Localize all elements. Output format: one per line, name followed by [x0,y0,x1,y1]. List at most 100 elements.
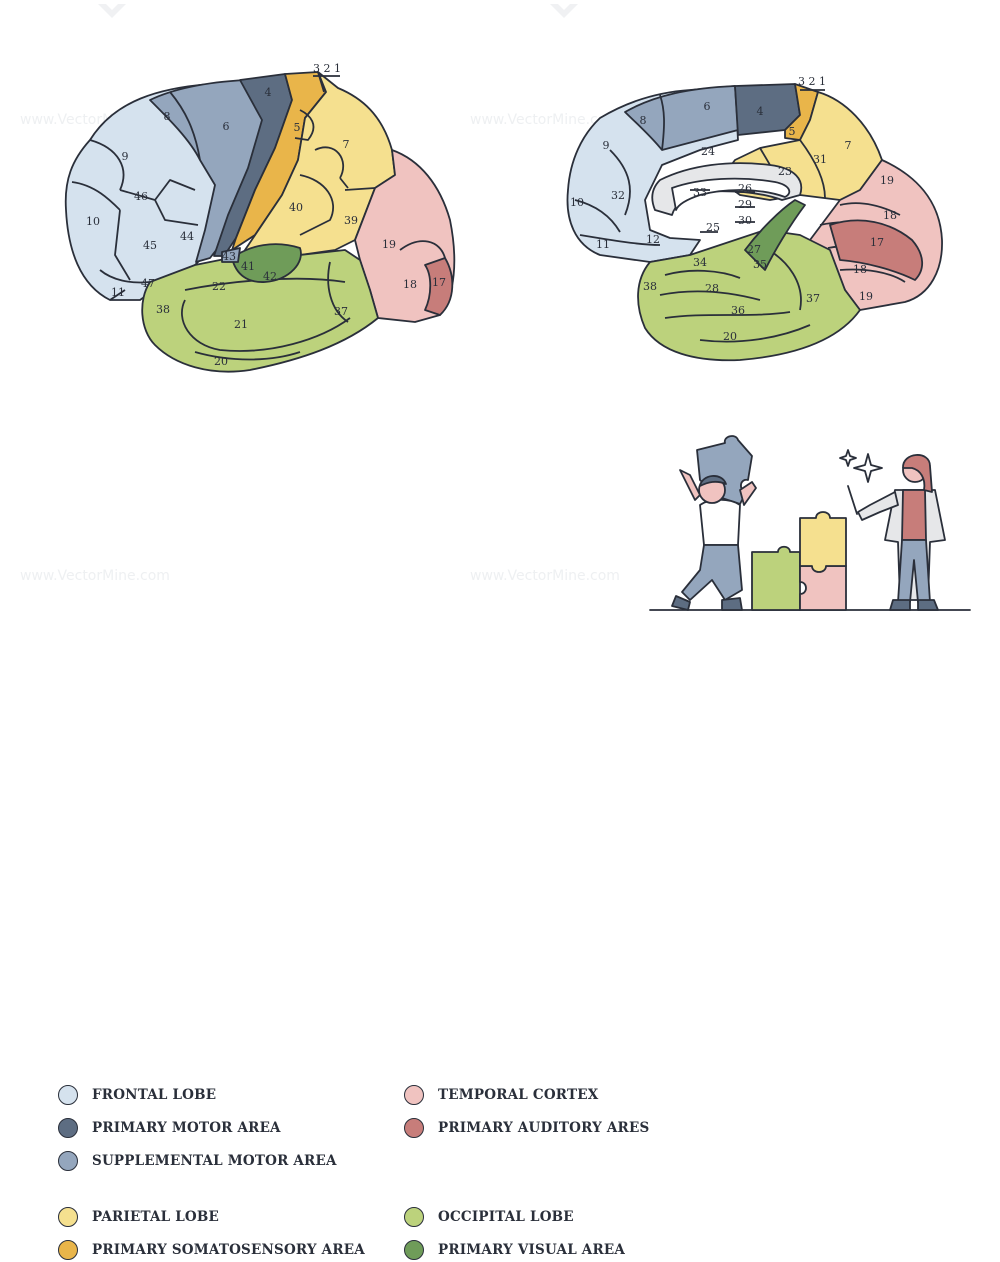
legend-swatch [58,1085,78,1105]
legend-swatch [58,1118,78,1138]
medial-label: 35 [753,258,767,271]
legend-label: PRIMARY SOMATOSENSORY AREA [92,1242,365,1258]
medial-label: 37 [806,292,820,305]
medial-label: 19 [859,290,873,303]
lateral-label: 47 [141,277,155,290]
medial-labels: 6 4 8 5 9 24 7 31 23 33 26 29 30 25 10 3… [570,75,897,343]
medial-label: 9 [603,139,610,152]
lateral-label: 43 [222,250,236,263]
lateral-top-label: 3 2 1 [313,62,341,75]
lateral-label: 20 [214,355,228,368]
medial-label: 4 [757,105,764,118]
lateral-labels: 4 8 6 5 7 9 46 10 45 44 40 39 43 41 42 1… [86,62,446,368]
watermark-text-4: www.VectorMine.com [470,568,620,584]
legend-item-supplemental-motor-area: SUPPLEMENTAL MOTOR AREA [58,1149,337,1173]
legend-label: FRONTAL LOBE [92,1087,217,1103]
medial-label: 28 [705,282,719,295]
medial-label: 7 [845,139,852,152]
medial-primary-visual-region [744,199,806,271]
lateral-label: 46 [134,190,148,203]
legend-item-parietal-lobe: PARIETAL LOBE [58,1205,219,1229]
lateral-label: 11 [111,286,125,299]
medial-brain [566,83,943,362]
legend-label: TEMPORAL CORTEX [438,1087,599,1103]
legend-swatch [58,1207,78,1227]
person-icon [671,469,757,611]
medial-label: 18 [883,209,897,222]
legend-label: PRIMARY VISUAL AREA [438,1242,626,1258]
lateral-label: 7 [343,138,350,151]
medial-label: 10 [570,196,584,209]
medial-label: 26 [738,182,752,195]
watermark-logo-icon [98,4,126,18]
legend-item-occipital-lobe: OCCIPITAL LOBE [404,1205,574,1229]
legend-item-primary-somatosensory-area: PRIMARY SOMATOSENSORY AREA [58,1238,365,1262]
medial-label: 25 [706,221,720,234]
lateral-label: 42 [263,270,277,283]
legend-swatch [58,1240,78,1260]
legend-swatch [404,1118,424,1138]
legend-label: OCCIPITAL LOBE [438,1209,574,1225]
lateral-label: 22 [212,280,226,293]
lateral-label: 18 [403,278,417,291]
lateral-label: 10 [86,215,100,228]
medial-label: 19 [880,174,894,187]
lateral-label: 4 [265,86,272,99]
primary-visual-region [231,243,302,283]
person-icon [847,454,946,611]
medial-label: 36 [731,304,745,317]
watermark-logo-icon [550,4,578,18]
medial-label: 32 [611,189,625,202]
diagram-canvas: www.VectorMine.com www.VectorMine.com ww… [20,4,971,611]
legend-label: PRIMARY AUDITORY ARES [438,1120,650,1136]
lateral-label: 8 [164,110,171,123]
sparkle-icon [839,449,857,467]
lateral-label: 38 [156,303,170,316]
lateral-brain [64,71,456,373]
medial-top-label: 3 2 1 [798,75,826,88]
medial-label: 33 [693,186,707,199]
lateral-label: 44 [180,230,194,243]
legend-item-primary-auditory-area: PRIMARY AUDITORY ARES [404,1116,649,1140]
medial-label: 11 [596,238,610,251]
lateral-label: 21 [234,318,248,331]
lateral-label: 19 [382,238,396,251]
lateral-label: 39 [344,214,358,227]
pointer-stick-icon [847,485,858,515]
watermark-text-2: www.VectorMine.com [470,112,620,128]
medial-label: 12 [646,233,660,246]
medial-label: 18 [853,263,867,276]
lateral-label: 9 [122,150,129,163]
legend-item-primary-motor-area: PRIMARY MOTOR AREA [58,1116,281,1140]
lateral-label: 40 [289,201,303,214]
lateral-label: 41 [241,260,255,273]
medial-label: 23 [778,165,792,178]
sparkle-icon [853,453,883,483]
medial-label: 27 [747,243,761,256]
primary-auditory-region [424,257,454,316]
medial-label: 31 [813,153,827,166]
brain-areas-infographic: www.VectorMine.com www.VectorMine.com ww… [20,4,971,1260]
lateral-label: 37 [334,305,348,318]
medial-label: 38 [643,280,657,293]
medial-label: 29 [738,198,752,211]
legend-label: PARIETAL LOBE [92,1209,219,1225]
lateral-label: 6 [223,120,230,133]
occipital-lobe-region [141,249,379,373]
medial-label: 8 [640,114,647,127]
legend-swatch [404,1207,424,1227]
medial-label: 20 [723,330,737,343]
watermark-text-3: www.VectorMine.com [20,568,170,584]
medial-label: 17 [870,236,884,249]
legend-label: SUPPLEMENTAL MOTOR AREA [92,1153,337,1169]
legend-label: PRIMARY MOTOR AREA [92,1120,281,1136]
legend-item-temporal-cortex: TEMPORAL CORTEX [404,1083,598,1107]
legend-swatch [58,1151,78,1171]
medial-label: 5 [789,125,796,138]
medial-primary-auditory-region [829,219,924,281]
medial-label: 30 [738,214,752,227]
lateral-label: 17 [432,276,446,289]
medial-label: 24 [701,145,715,158]
watermarks: www.VectorMine.com www.VectorMine.com ww… [20,4,620,584]
legend-swatch [404,1085,424,1105]
